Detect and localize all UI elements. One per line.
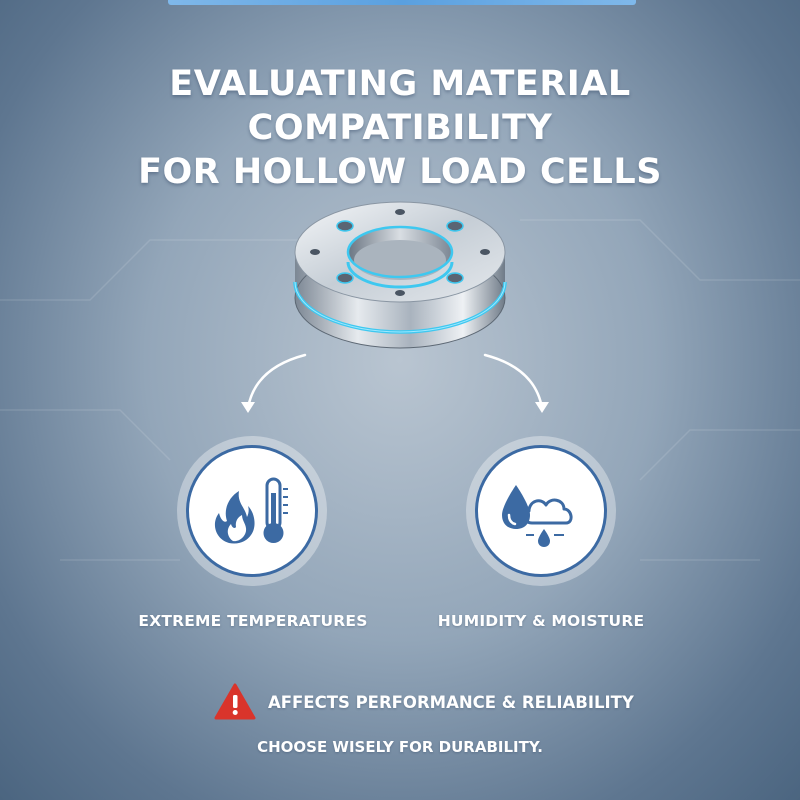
rain-cloud-icon xyxy=(523,498,573,547)
page-title: EVALUATING MATERIAL COMPATIBILITY FOR HO… xyxy=(40,62,760,194)
title-line-1: EVALUATING MATERIAL COMPATIBILITY xyxy=(169,64,631,148)
footer-tagline: CHOOSE WISELY FOR DURABILITY. xyxy=(257,738,543,756)
factor-label-temperatures: EXTREME TEMPERATURES xyxy=(138,612,368,630)
title-line-2: FOR HOLLOW LOAD CELLS xyxy=(138,152,662,192)
right-arrow xyxy=(483,353,544,410)
flame-icon xyxy=(214,491,255,544)
top-accent-bar xyxy=(168,0,636,5)
water-drop-icon xyxy=(502,485,530,529)
factor-label-humidity: HUMIDITY & MOISTURE xyxy=(437,612,645,630)
warning-text: AFFECTS PERFORMANCE & RELIABILITY xyxy=(268,692,634,712)
left-arrow xyxy=(246,353,307,410)
thermometer-icon xyxy=(263,477,288,543)
temperature-badge xyxy=(177,436,327,586)
hollow-load-cell-icon xyxy=(285,190,515,360)
humidity-badge xyxy=(466,436,616,586)
warning-callout: AFFECTS PERFORMANCE & RELIABILITY xyxy=(214,682,634,722)
warning-triangle-icon xyxy=(214,683,256,720)
